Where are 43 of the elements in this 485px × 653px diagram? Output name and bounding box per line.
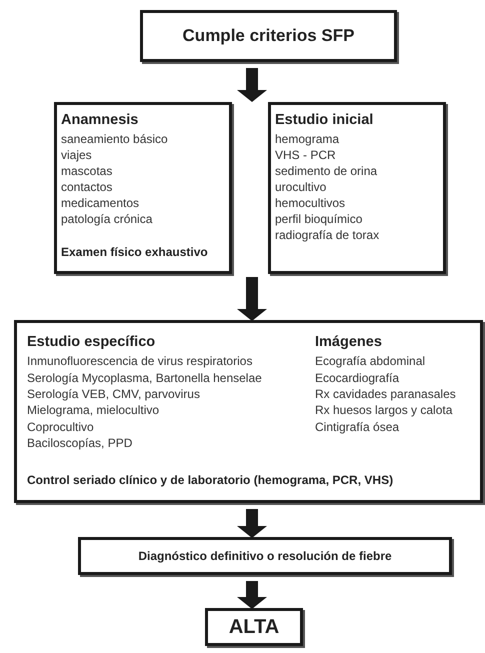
process-box	[268, 102, 446, 274]
note-text: Control seriado clínico y de laboratorio (hemograma, PCR, VHS)	[27, 473, 394, 488]
list-item: patología crónica	[61, 212, 152, 227]
list-item: Inmunofluorescencia de virus respiratorios	[27, 354, 252, 370]
list-item: saneamiento básico	[61, 132, 168, 147]
list-item: Rx cavidades paranasales	[315, 386, 456, 402]
block-arrow	[237, 68, 267, 102]
step-label: ALTA	[228, 615, 280, 640]
block-arrow	[237, 277, 267, 321]
section-heading: Anamnesis	[61, 113, 138, 128]
list-item: radiografía de torax	[275, 228, 380, 243]
list-item: Serología Mycoplasma, Bartonella henselae	[27, 370, 262, 386]
list-item: Mielograma, mielocultivo	[27, 403, 160, 418]
process-box	[205, 608, 303, 646]
list-item: Ecocardiografía	[315, 370, 400, 386]
process-box	[78, 537, 452, 575]
list-item: hemograma	[275, 132, 340, 147]
process-box	[14, 320, 483, 503]
step-label: Cumple criterios SFP	[182, 25, 356, 47]
section-heading: Imágenes	[315, 335, 382, 350]
list-item: Ecografía abdominal	[315, 354, 426, 370]
list-item: VHS - PCR	[275, 148, 336, 163]
process-box	[54, 102, 232, 274]
process-box	[140, 10, 397, 62]
list-item: perfil bioquímico	[275, 212, 362, 227]
block-arrow	[237, 581, 267, 609]
section-heading: Estudio inicial	[275, 113, 374, 128]
list-item: medicamentos	[61, 196, 140, 211]
note-text: Examen físico exhaustivo	[61, 245, 208, 260]
step-label: Diagnóstico definitivo o resolución de fiebre	[137, 548, 393, 565]
list-item: hemocultivos	[275, 196, 346, 211]
list-item: contactos	[61, 180, 112, 195]
list-item: Serología VEB, CMV, parvovirus	[27, 386, 200, 402]
list-item: urocultivo	[275, 180, 326, 195]
list-item: sedimento de orina	[275, 164, 378, 179]
list-item: Baciloscopías, PPD	[27, 436, 132, 451]
block-arrow	[237, 509, 267, 538]
list-item: Cintigrafía ósea	[315, 420, 400, 434]
list-item: Coprocultivo	[27, 420, 94, 434]
list-item: viajes	[61, 148, 92, 163]
section-heading: Estudio específico	[27, 335, 156, 350]
list-item: mascotas	[61, 164, 112, 179]
list-item: Rx huesos largos y calota	[315, 403, 452, 418]
